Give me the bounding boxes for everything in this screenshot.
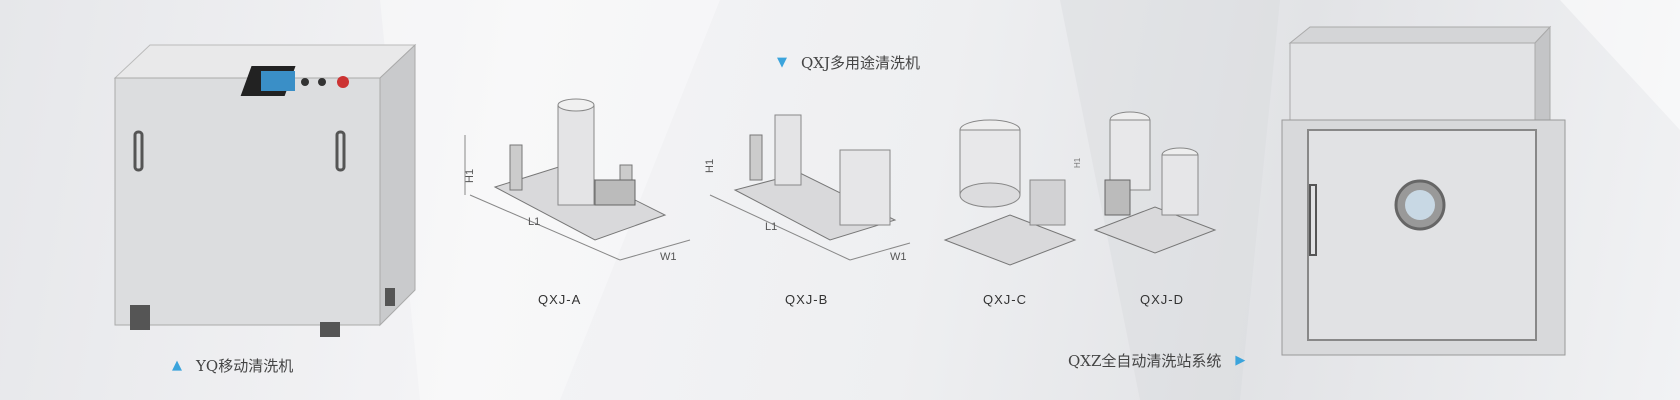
- qxj-a-image: H1 L1 W1: [464, 98, 691, 263]
- svg-text:H1: H1: [1073, 157, 1082, 168]
- svg-text:W1: W1: [890, 251, 907, 263]
- svg-text:L1: L1: [765, 221, 777, 233]
- triangle-right-icon: ▶: [1235, 353, 1246, 368]
- qxj-b-image: L1 H1 W1: [704, 114, 911, 263]
- triangle-up-icon: ▲: [172, 358, 182, 373]
- qxj-label: ▼ QXJ多用途清洗机: [777, 52, 920, 73]
- svg-text:H1: H1: [704, 159, 716, 173]
- model-label-qxj-c: QXJ-C: [983, 292, 1027, 307]
- qxj-d-image: [1093, 111, 1217, 254]
- model-label-qxj-a: QXJ-A: [538, 292, 582, 307]
- triangle-down-icon: ▼: [777, 55, 787, 70]
- yq-label: ▲ YQ移动清洗机: [172, 355, 293, 376]
- svg-text:H1: H1: [464, 169, 476, 183]
- yq-label-text: YQ移动清洗机: [196, 357, 294, 375]
- qxj-label-text: QXJ多用途清洗机: [801, 54, 920, 72]
- qxj-c-image: H1: [943, 119, 1082, 266]
- svg-text:W1: W1: [660, 251, 677, 263]
- model-label-qxj-b: QXJ-B: [785, 292, 829, 307]
- qxz-label-text: QXZ全自动清洗站系统: [1068, 352, 1222, 370]
- model-label-qxj-d: QXJ-D: [1140, 292, 1184, 307]
- svg-text:L1: L1: [528, 216, 540, 228]
- qxz-label: QXZ全自动清洗站系统 ▶: [1068, 350, 1245, 371]
- yq-mobile-cleaner-image: [113, 43, 417, 337]
- qxz-cleaning-station-image: [1281, 25, 1566, 356]
